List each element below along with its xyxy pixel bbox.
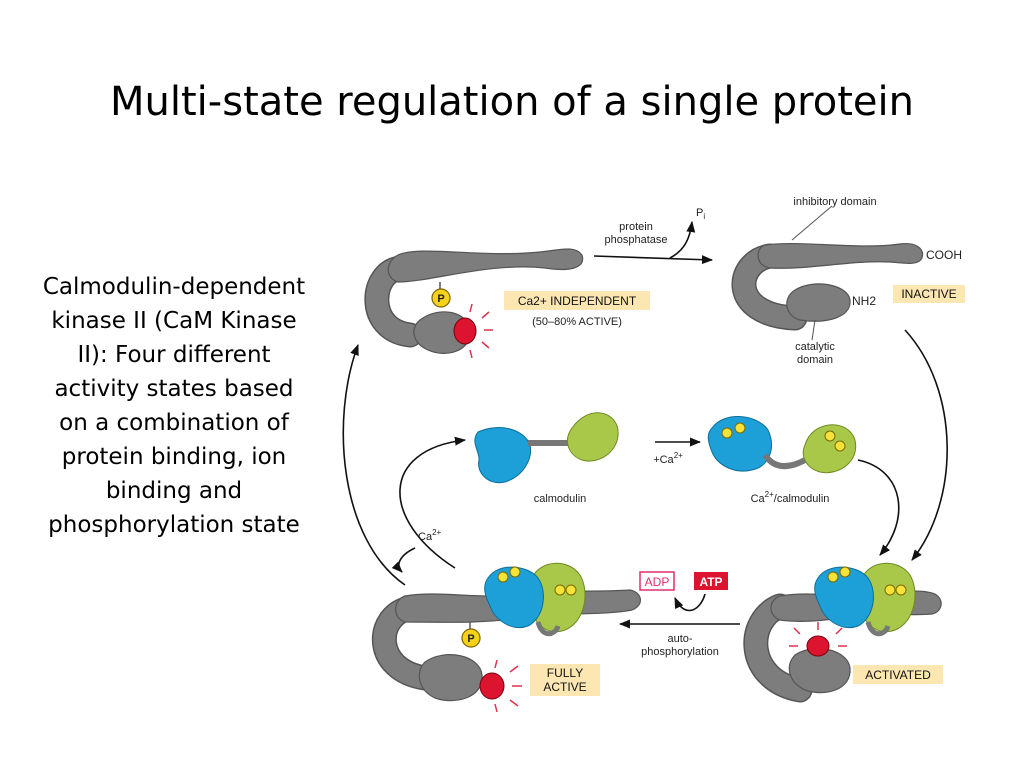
active-site-rays — [789, 622, 847, 647]
active-site-rays — [494, 659, 522, 713]
state-label-activated: ACTIVATED — [865, 668, 931, 682]
svg-text:P: P — [467, 633, 474, 645]
ca-calmodulin-label: Ca2+/calmodulin — [751, 490, 830, 505]
calmodulin-ca-bound: Ca2+/calmodulin — [707, 415, 857, 505]
slide-title: Multi-state regulation of a single prote… — [110, 79, 914, 125]
slide-description: Calmodulin-dependent kinase II (CaM Kina… — [42, 274, 306, 538]
state-label-ca-independent: Ca2+ INDEPENDENT — [518, 294, 637, 308]
calmodulin-free: calmodulin — [474, 412, 619, 505]
adp-label: ADP — [645, 575, 670, 589]
cooh-label: COOH — [926, 248, 962, 262]
phosphate-label: P — [437, 293, 444, 305]
autophosphorylation-step: ADP ATP auto-phosphorylation — [618, 571, 740, 658]
autophosphorylation-label: auto-phosphorylation — [641, 633, 719, 658]
state-inactive: COOH NH2 INACTIVE inhibitory domain cata… — [731, 196, 965, 366]
plus-ca-label: +Ca2+ — [653, 451, 683, 466]
state-activated: ACTIVATED — [743, 562, 943, 703]
state-sublabel-activity: (50–80% ACTIVE) — [532, 316, 622, 328]
calmodulin-label: calmodulin — [534, 493, 587, 505]
nh2-label: NH2 — [852, 294, 876, 308]
cycle-arrows: Ca2+ — [342, 329, 948, 586]
atp-label: ATP — [699, 575, 722, 589]
inhibitory-domain-label: inhibitory domain — [793, 196, 876, 208]
pi-label: Pi — [696, 207, 705, 221]
state-ca-independent: P Ca2+ INDEPENDENT (50–80% ACTIVE) — [364, 248, 650, 359]
active-site-rays — [469, 303, 493, 359]
ca-release-label: Ca2+ — [418, 528, 442, 543]
calcium-binding-step: +Ca2+ — [653, 437, 702, 466]
state-label-inactive: INACTIVE — [901, 287, 956, 301]
